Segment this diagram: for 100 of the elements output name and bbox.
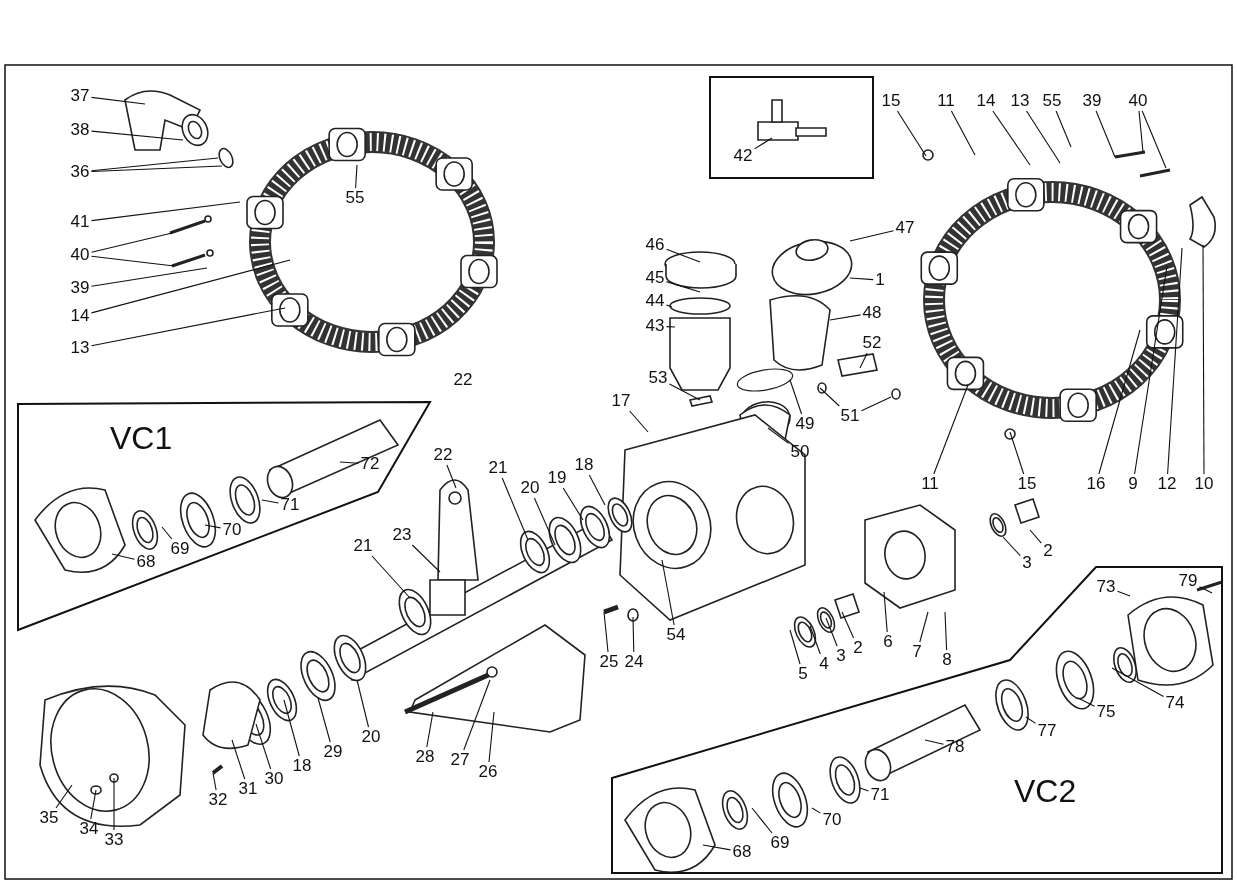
kit-title: VC1 <box>110 420 173 457</box>
leader-line <box>261 499 280 504</box>
leader-line <box>90 259 291 314</box>
callout-number: 14 <box>69 307 91 325</box>
leader-line <box>212 772 217 791</box>
leader-line <box>371 555 411 599</box>
callout-number: 52 <box>861 334 883 352</box>
callout-number: 21 <box>487 459 509 477</box>
leader-line <box>255 723 272 770</box>
leader-line <box>426 711 434 748</box>
callout-number: 38 <box>69 121 91 139</box>
callout-number: 29 <box>322 743 344 761</box>
callout-number: 7 <box>911 643 923 661</box>
callout-number: 12 <box>1156 475 1178 493</box>
callout-number: 6 <box>882 633 894 651</box>
leader-line <box>859 352 868 369</box>
callout-number: 8 <box>941 651 953 669</box>
leader-line <box>665 326 676 328</box>
leader-line <box>896 110 927 157</box>
leader-line <box>317 697 331 743</box>
leader-line <box>924 739 945 745</box>
callout-number: 69 <box>769 834 791 852</box>
callout-number: 42 <box>732 147 754 165</box>
callout-number: 31 <box>237 780 259 798</box>
callout-number: 74 <box>1164 694 1186 712</box>
leader-line <box>767 427 790 444</box>
leader-line <box>355 164 358 189</box>
leader-line <box>859 787 870 792</box>
leader-line <box>883 591 888 633</box>
callout-number: 10 <box>1193 475 1215 493</box>
callout-number: 54 <box>665 626 687 644</box>
callout-number: 3 <box>1021 554 1033 572</box>
leader-line <box>588 474 606 506</box>
leader-line <box>562 487 584 521</box>
leader-line <box>1029 529 1042 544</box>
callout-number: 71 <box>279 496 301 514</box>
leader-line <box>1025 716 1037 724</box>
leader-line <box>90 157 219 172</box>
callout-number: 41 <box>69 213 91 231</box>
leader-line <box>1055 110 1072 148</box>
callout-number: 28 <box>414 748 436 766</box>
leader-line <box>809 625 821 655</box>
leader-line <box>90 96 146 105</box>
callout-number: 36 <box>69 163 91 181</box>
callout-number: 55 <box>1041 92 1063 110</box>
callout-number: 27 <box>449 751 471 769</box>
callout-number: 48 <box>861 304 883 322</box>
callout-number: 15 <box>880 92 902 110</box>
leader-line <box>1098 329 1141 475</box>
callout-number: 16 <box>1085 475 1107 493</box>
callout-number: 43 <box>644 317 666 335</box>
leader-line <box>860 396 892 412</box>
leader-line <box>629 410 649 433</box>
leader-line <box>849 230 895 242</box>
callout-number: 45 <box>644 269 666 287</box>
leader-line <box>1009 431 1025 475</box>
callout-number: 34 <box>78 820 100 838</box>
callout-number: 55 <box>344 189 366 207</box>
callout-number: 22 <box>453 370 473 390</box>
callout-number: 4 <box>818 655 830 673</box>
leader-line <box>90 201 241 222</box>
leader-line <box>841 611 855 639</box>
callout-number: 39 <box>1081 92 1103 110</box>
callout-number: 13 <box>1009 92 1031 110</box>
leader-line <box>356 679 370 728</box>
leader-line <box>111 553 136 560</box>
callout-number: 35 <box>38 809 60 827</box>
leader-line <box>829 314 862 321</box>
callout-number: 22 <box>432 446 454 464</box>
leader-line <box>204 524 222 529</box>
callout-number: 5 <box>797 665 809 683</box>
leader-line <box>55 784 73 809</box>
leader-line <box>632 616 635 653</box>
callout-number: 18 <box>291 757 313 775</box>
callout-number: 46 <box>644 236 666 254</box>
callout-number: 30 <box>263 770 285 788</box>
leader-line <box>161 526 173 540</box>
callout-number: 24 <box>623 653 645 671</box>
leader-line <box>1134 265 1168 475</box>
callout-number: 75 <box>1095 703 1117 721</box>
leader-line <box>789 379 803 415</box>
callout-number: 21 <box>352 537 374 555</box>
leader-line <box>811 807 822 814</box>
leader-line <box>1077 697 1096 707</box>
callout-number: 25 <box>598 653 620 671</box>
leader-line <box>90 267 208 287</box>
kit-title: VC2 <box>1014 773 1077 810</box>
callout-number: 15 <box>1016 475 1038 493</box>
leader-line <box>533 497 556 546</box>
callout-number: 70 <box>821 811 843 829</box>
callout-number: 20 <box>519 479 541 497</box>
kit-panel <box>18 400 432 632</box>
leader-line <box>919 611 929 643</box>
callout-number: 49 <box>794 415 816 433</box>
leader-line <box>90 255 175 267</box>
leader-line <box>488 711 495 763</box>
leader-line <box>753 137 773 150</box>
leader-line <box>603 611 609 653</box>
leader-line <box>665 248 701 263</box>
callout-number: 47 <box>894 219 916 237</box>
